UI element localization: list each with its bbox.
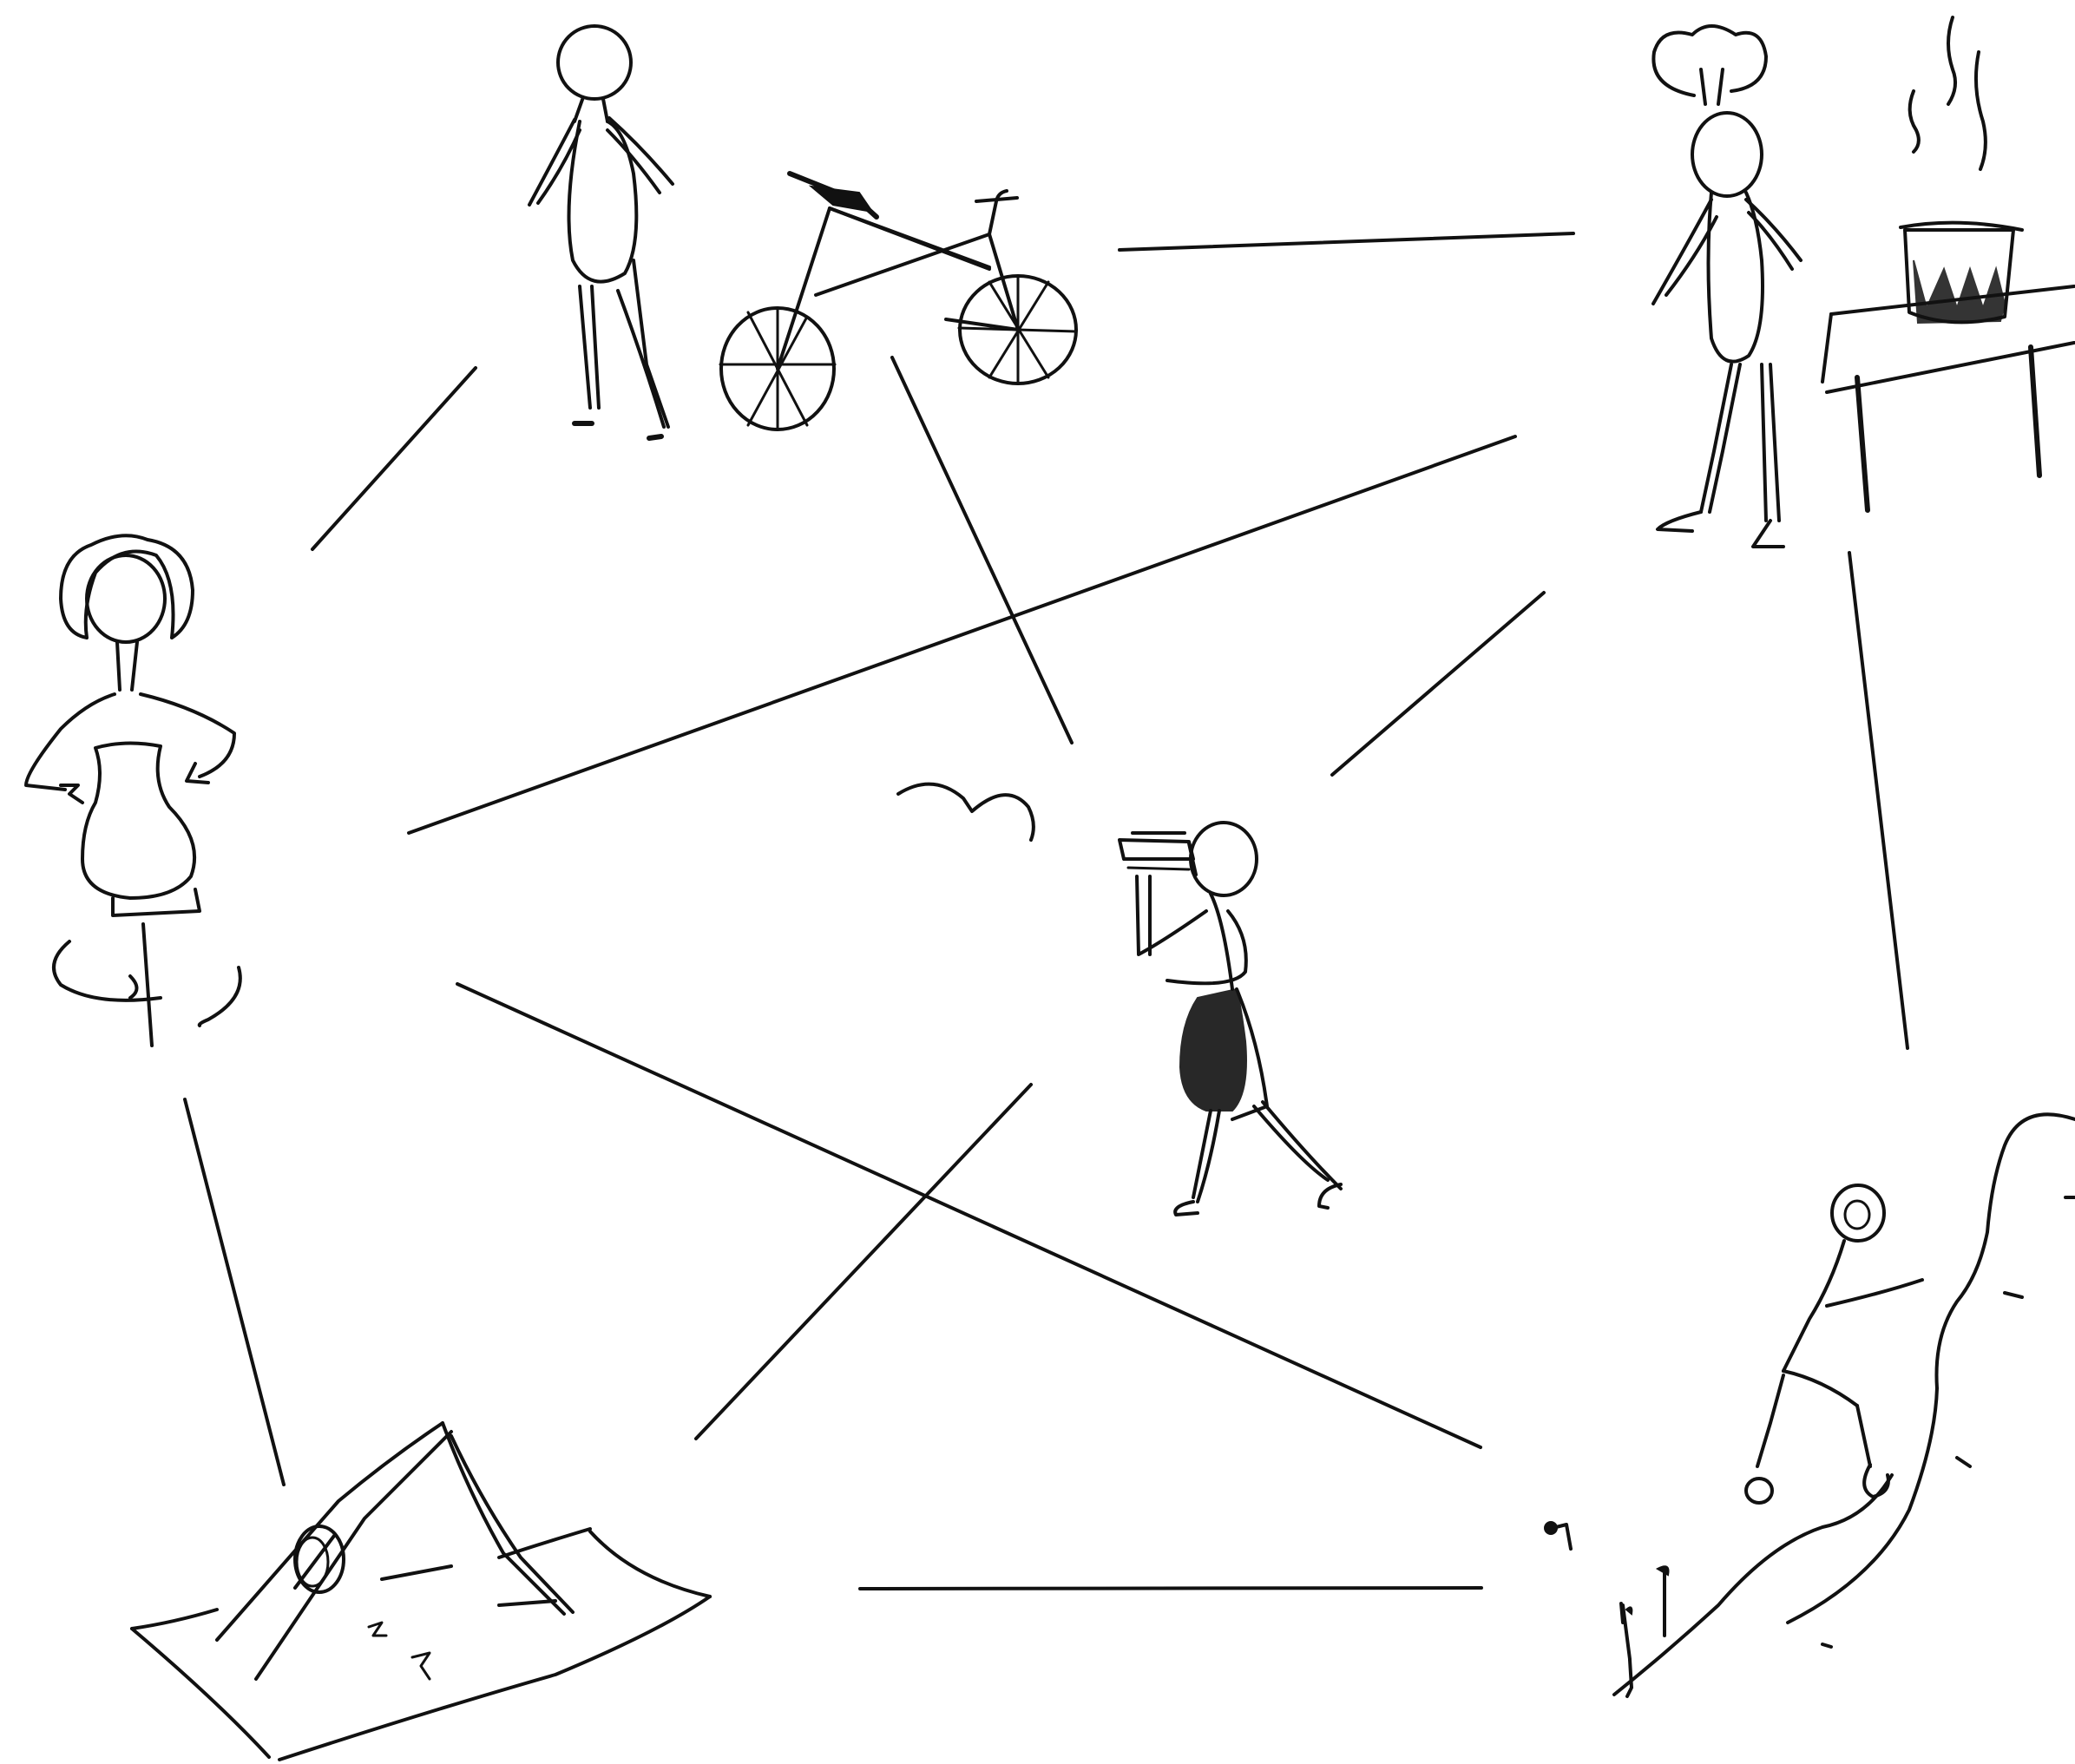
connector-photographer-camper bbox=[696, 1085, 1031, 1439]
connector-lines bbox=[185, 233, 1908, 1589]
connector-cyclist-potter bbox=[312, 368, 476, 549]
connector-camper-climber bbox=[860, 1588, 1481, 1589]
connector-chef-potter bbox=[409, 436, 1515, 833]
connector-potter-camper bbox=[185, 1099, 284, 1485]
connector-cyclist-photographer bbox=[892, 357, 1072, 743]
climber-on-mountain-icon bbox=[1545, 1114, 2075, 1696]
person-with-camera-icon bbox=[1120, 823, 1341, 1215]
potter-with-vase-icon bbox=[26, 535, 240, 1046]
connector-cyclist-chef bbox=[1120, 233, 1573, 250]
chef-with-cooking-pot-icon bbox=[1653, 17, 2074, 547]
connector-chef-climber bbox=[1849, 553, 1908, 1048]
tent-icon bbox=[132, 1423, 710, 1760]
connector-chef-photographer bbox=[1332, 593, 1544, 775]
connector-potter-climber bbox=[457, 984, 1481, 1447]
person-with-bicycle-icon bbox=[529, 26, 1076, 438]
bird-icon bbox=[898, 784, 1034, 840]
